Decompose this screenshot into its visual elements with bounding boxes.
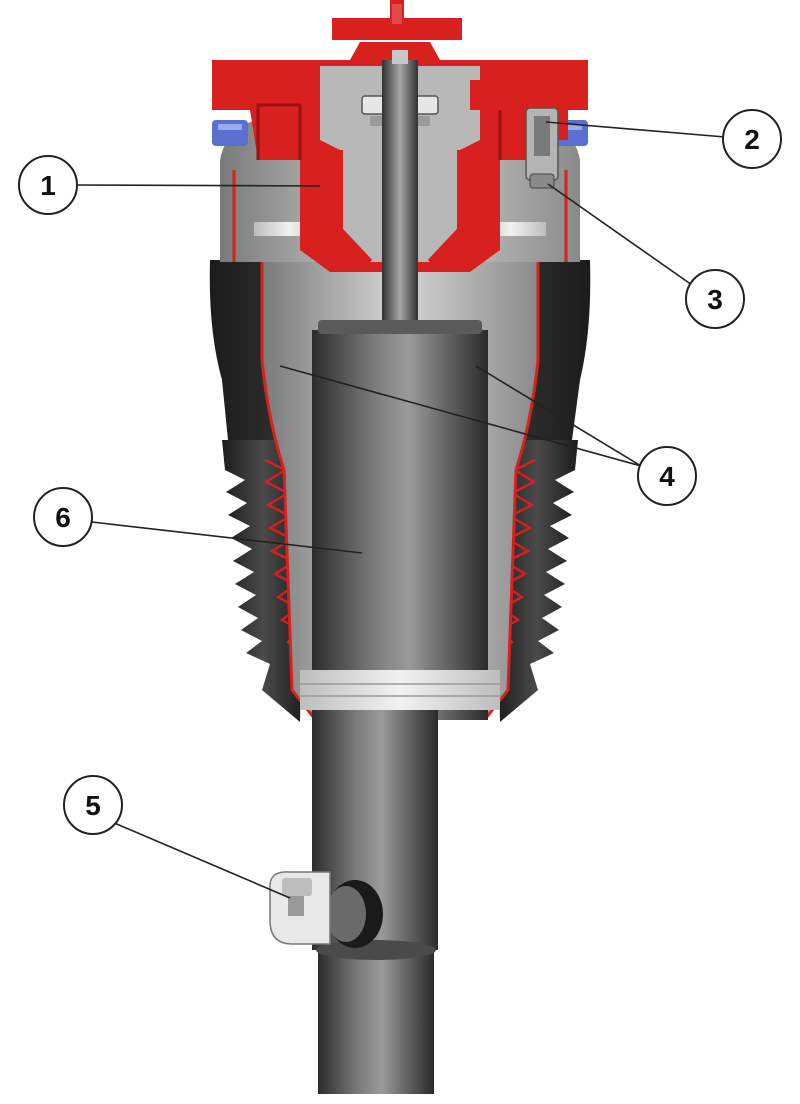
leader-line-4b [475,365,642,467]
callout-label-4: 4 [659,461,675,492]
piston-shell-red-outline [260,262,540,719]
callout-label-3: 3 [707,284,723,315]
leader-line-5 [111,821,291,899]
callout-label-5: 5 [85,790,101,821]
leader-line-2 [545,121,726,138]
seal-ring-left [212,120,248,146]
callout-3: 3 [685,269,745,329]
leader-line-6 [91,521,363,554]
leader-line-3 [547,183,693,286]
callout-6: 6 [33,487,93,547]
leader-line-4a [279,365,642,467]
callout-label-6: 6 [55,502,71,533]
tube-bottom [318,950,434,1094]
damping-valve-connector [269,871,383,948]
callout-5: 5 [63,775,123,835]
callout-1: 1 [18,155,78,215]
piston-rod [382,60,418,330]
sealing-band [300,670,500,710]
callout-4: 4 [637,446,697,506]
callout-label-2: 2 [744,124,760,155]
callout-label-1: 1 [40,170,56,201]
leader-line-1 [74,184,321,187]
callout-2: 2 [722,109,782,169]
damper-tube [312,330,488,720]
